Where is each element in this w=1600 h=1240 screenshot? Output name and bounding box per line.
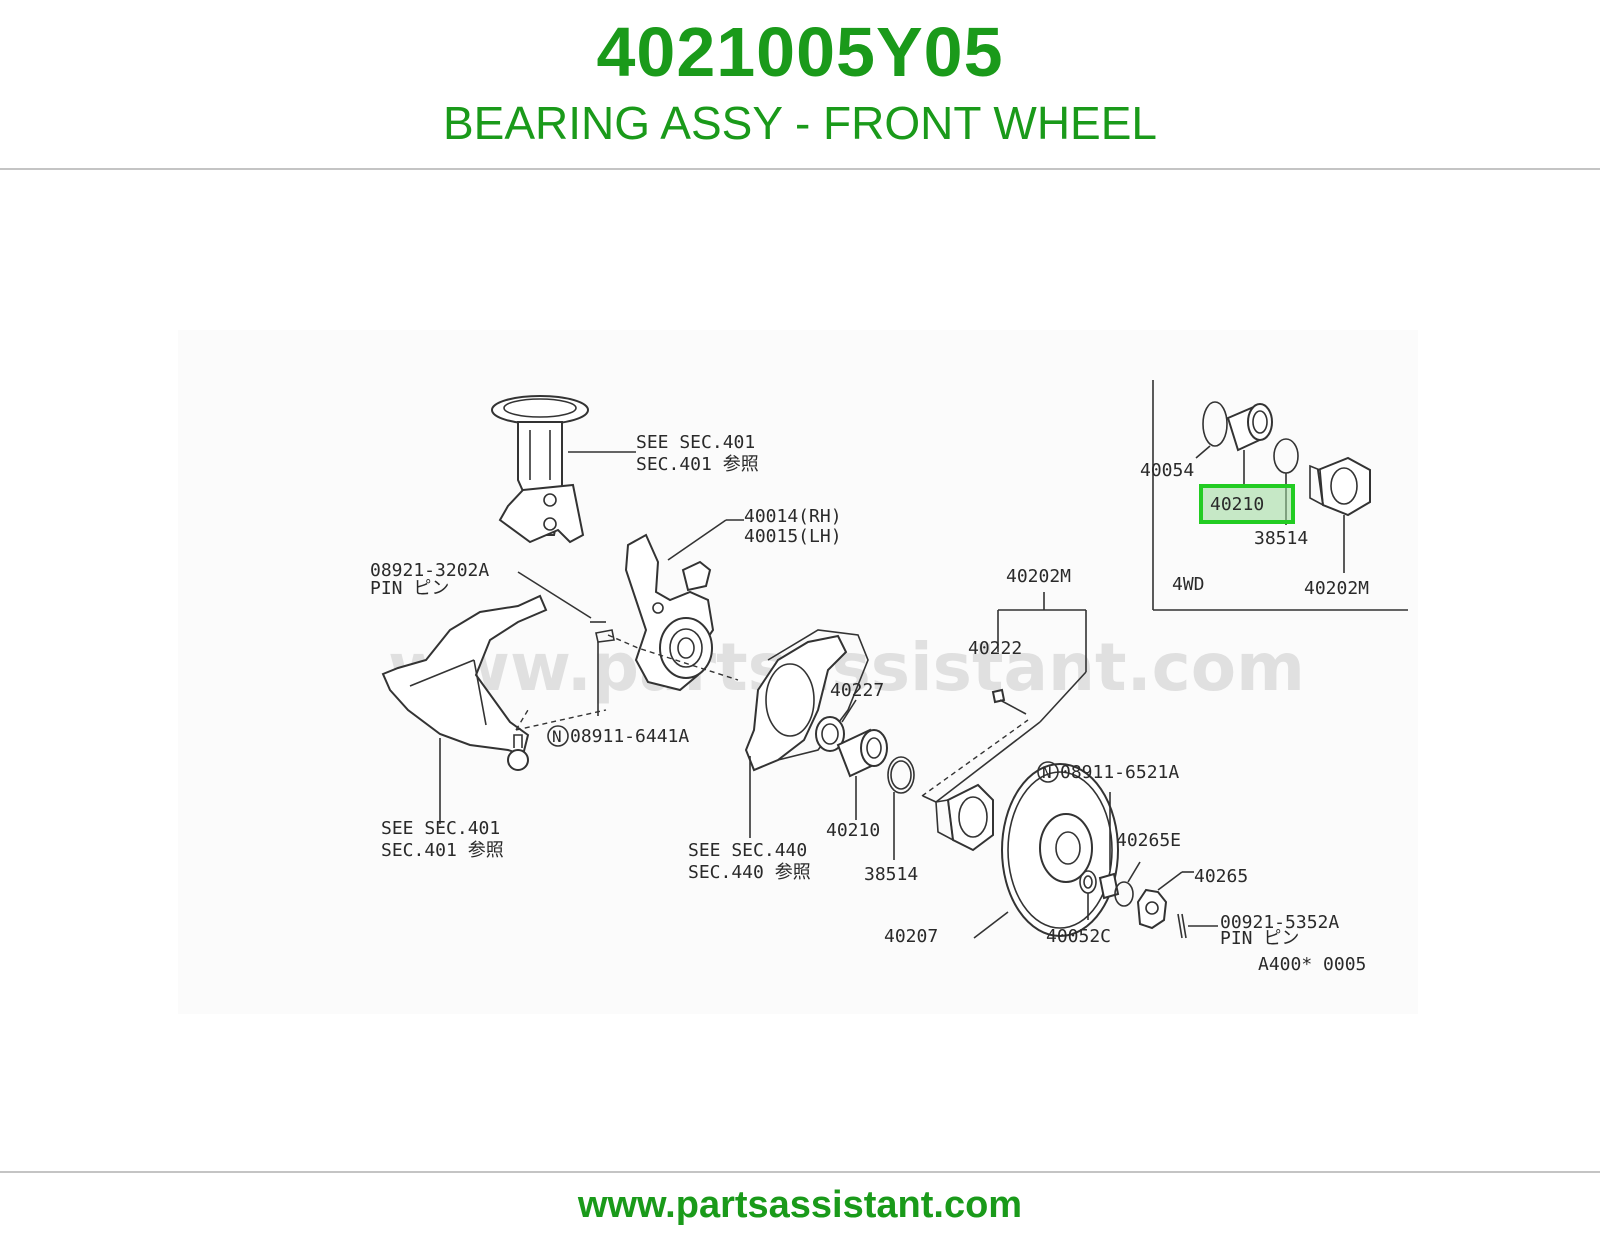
part-name-subtitle: BEARING ASSY - FRONT WHEEL: [442, 97, 1157, 149]
label-sec401-bottom-jp: SEC.401 参照: [381, 840, 504, 861]
wheel-bearing-40210-drawing: [836, 728, 888, 820]
svg-text:N: N: [552, 727, 562, 746]
cotter-pin-top-drawing: [517, 571, 615, 716]
footer-divider: [0, 1171, 1600, 1173]
washer-40052c-drawing: [1079, 870, 1097, 920]
label-pin-top-number: 08921-3202A: [370, 560, 489, 581]
header-divider: [0, 168, 1600, 170]
label-washer-40265e: 40265E: [1116, 830, 1181, 851]
parts-diagram: www.partsassistant.com SEE SEC.401 SEC.4…: [178, 330, 1418, 1014]
label-inset-40054: 40054: [1140, 460, 1194, 481]
label-sec440-jp: SEC.440 参照: [688, 862, 811, 883]
label-inset-40202m: 40202M: [1304, 578, 1369, 599]
label-see-sec440: SEE SEC.440: [688, 840, 807, 861]
label-bearing-40210: 40210: [826, 820, 880, 841]
label-sec401-top-jp: SEC.401 参照: [636, 454, 759, 475]
disc-rotor-40207-drawing: [973, 763, 1119, 939]
strut-assembly-drawing: [491, 395, 636, 544]
grease-seal-40227-drawing: [815, 699, 857, 752]
nut-n-symbol-2: N: [1037, 761, 1059, 783]
nut-n-symbol: N: [547, 725, 569, 747]
inset-4wd-frame: [1152, 380, 1408, 611]
page-header: 4021005Y05 BEARING ASSY - FRONT WHEEL: [0, 0, 1600, 168]
highlighted-part-box[interactable]: [1199, 484, 1295, 524]
inset-drawings: [1195, 401, 1371, 573]
wheel-hub-40202m-drawing: [921, 592, 1087, 852]
nut-40265e-drawing: [1098, 792, 1141, 907]
label-nut-08911-6521a: 08911-6521A: [1060, 762, 1179, 783]
diagram-watermark: www.partsassistant.com: [388, 629, 1305, 706]
part-number-title: 4021005Y05: [596, 13, 1004, 91]
label-knuckle-lh: 40015(LH): [744, 526, 842, 547]
nut-cap-40265-drawing: [1136, 871, 1194, 930]
label-pin-bottom-name: PIN ピン: [1220, 928, 1299, 949]
label-nut-cap-40265: 40265: [1194, 866, 1248, 887]
label-hub-40202m: 40202M: [1006, 566, 1071, 587]
label-knuckle-rh: 40014(RH): [744, 506, 842, 527]
snap-ring-38514-drawing: [887, 756, 915, 860]
label-washer-40052c: 40052C: [1046, 926, 1111, 947]
footer-url[interactable]: www.partsassistant.com: [577, 1184, 1023, 1226]
lower-control-arm-drawing: [381, 594, 739, 824]
svg-text:N: N: [1042, 763, 1052, 782]
label-see-sec401-bottom: SEE SEC.401: [381, 818, 500, 839]
label-inset-40210: 40210: [1210, 494, 1264, 515]
label-pin-top-name: PIN ピン: [370, 578, 449, 599]
exploded-view-diagram: www.partsassistant.com SEE SEC.401 SEC.4…: [370, 380, 1408, 975]
steering-knuckle-drawing: [624, 519, 744, 692]
dust-shield-drawing: [744, 629, 869, 838]
label-inset-4wd: 4WD: [1172, 574, 1205, 595]
label-snap-ring-38514: 38514: [864, 864, 918, 885]
label-pin-bottom-number: 00921-5352A: [1220, 912, 1339, 933]
label-rotor-40207: 40207: [884, 926, 938, 947]
label-seal-40227: 40227: [830, 680, 884, 701]
label-bolt-40222: 40222: [968, 638, 1022, 659]
cotter-pin-bottom-drawing: [1177, 913, 1218, 939]
label-nut-08911-6441a: 08911-6441A: [570, 726, 689, 747]
label-ref-code: A400* 0005: [1258, 954, 1366, 975]
label-inset-38514: 38514: [1254, 528, 1308, 549]
label-see-sec401-top: SEE SEC.401: [636, 432, 755, 453]
